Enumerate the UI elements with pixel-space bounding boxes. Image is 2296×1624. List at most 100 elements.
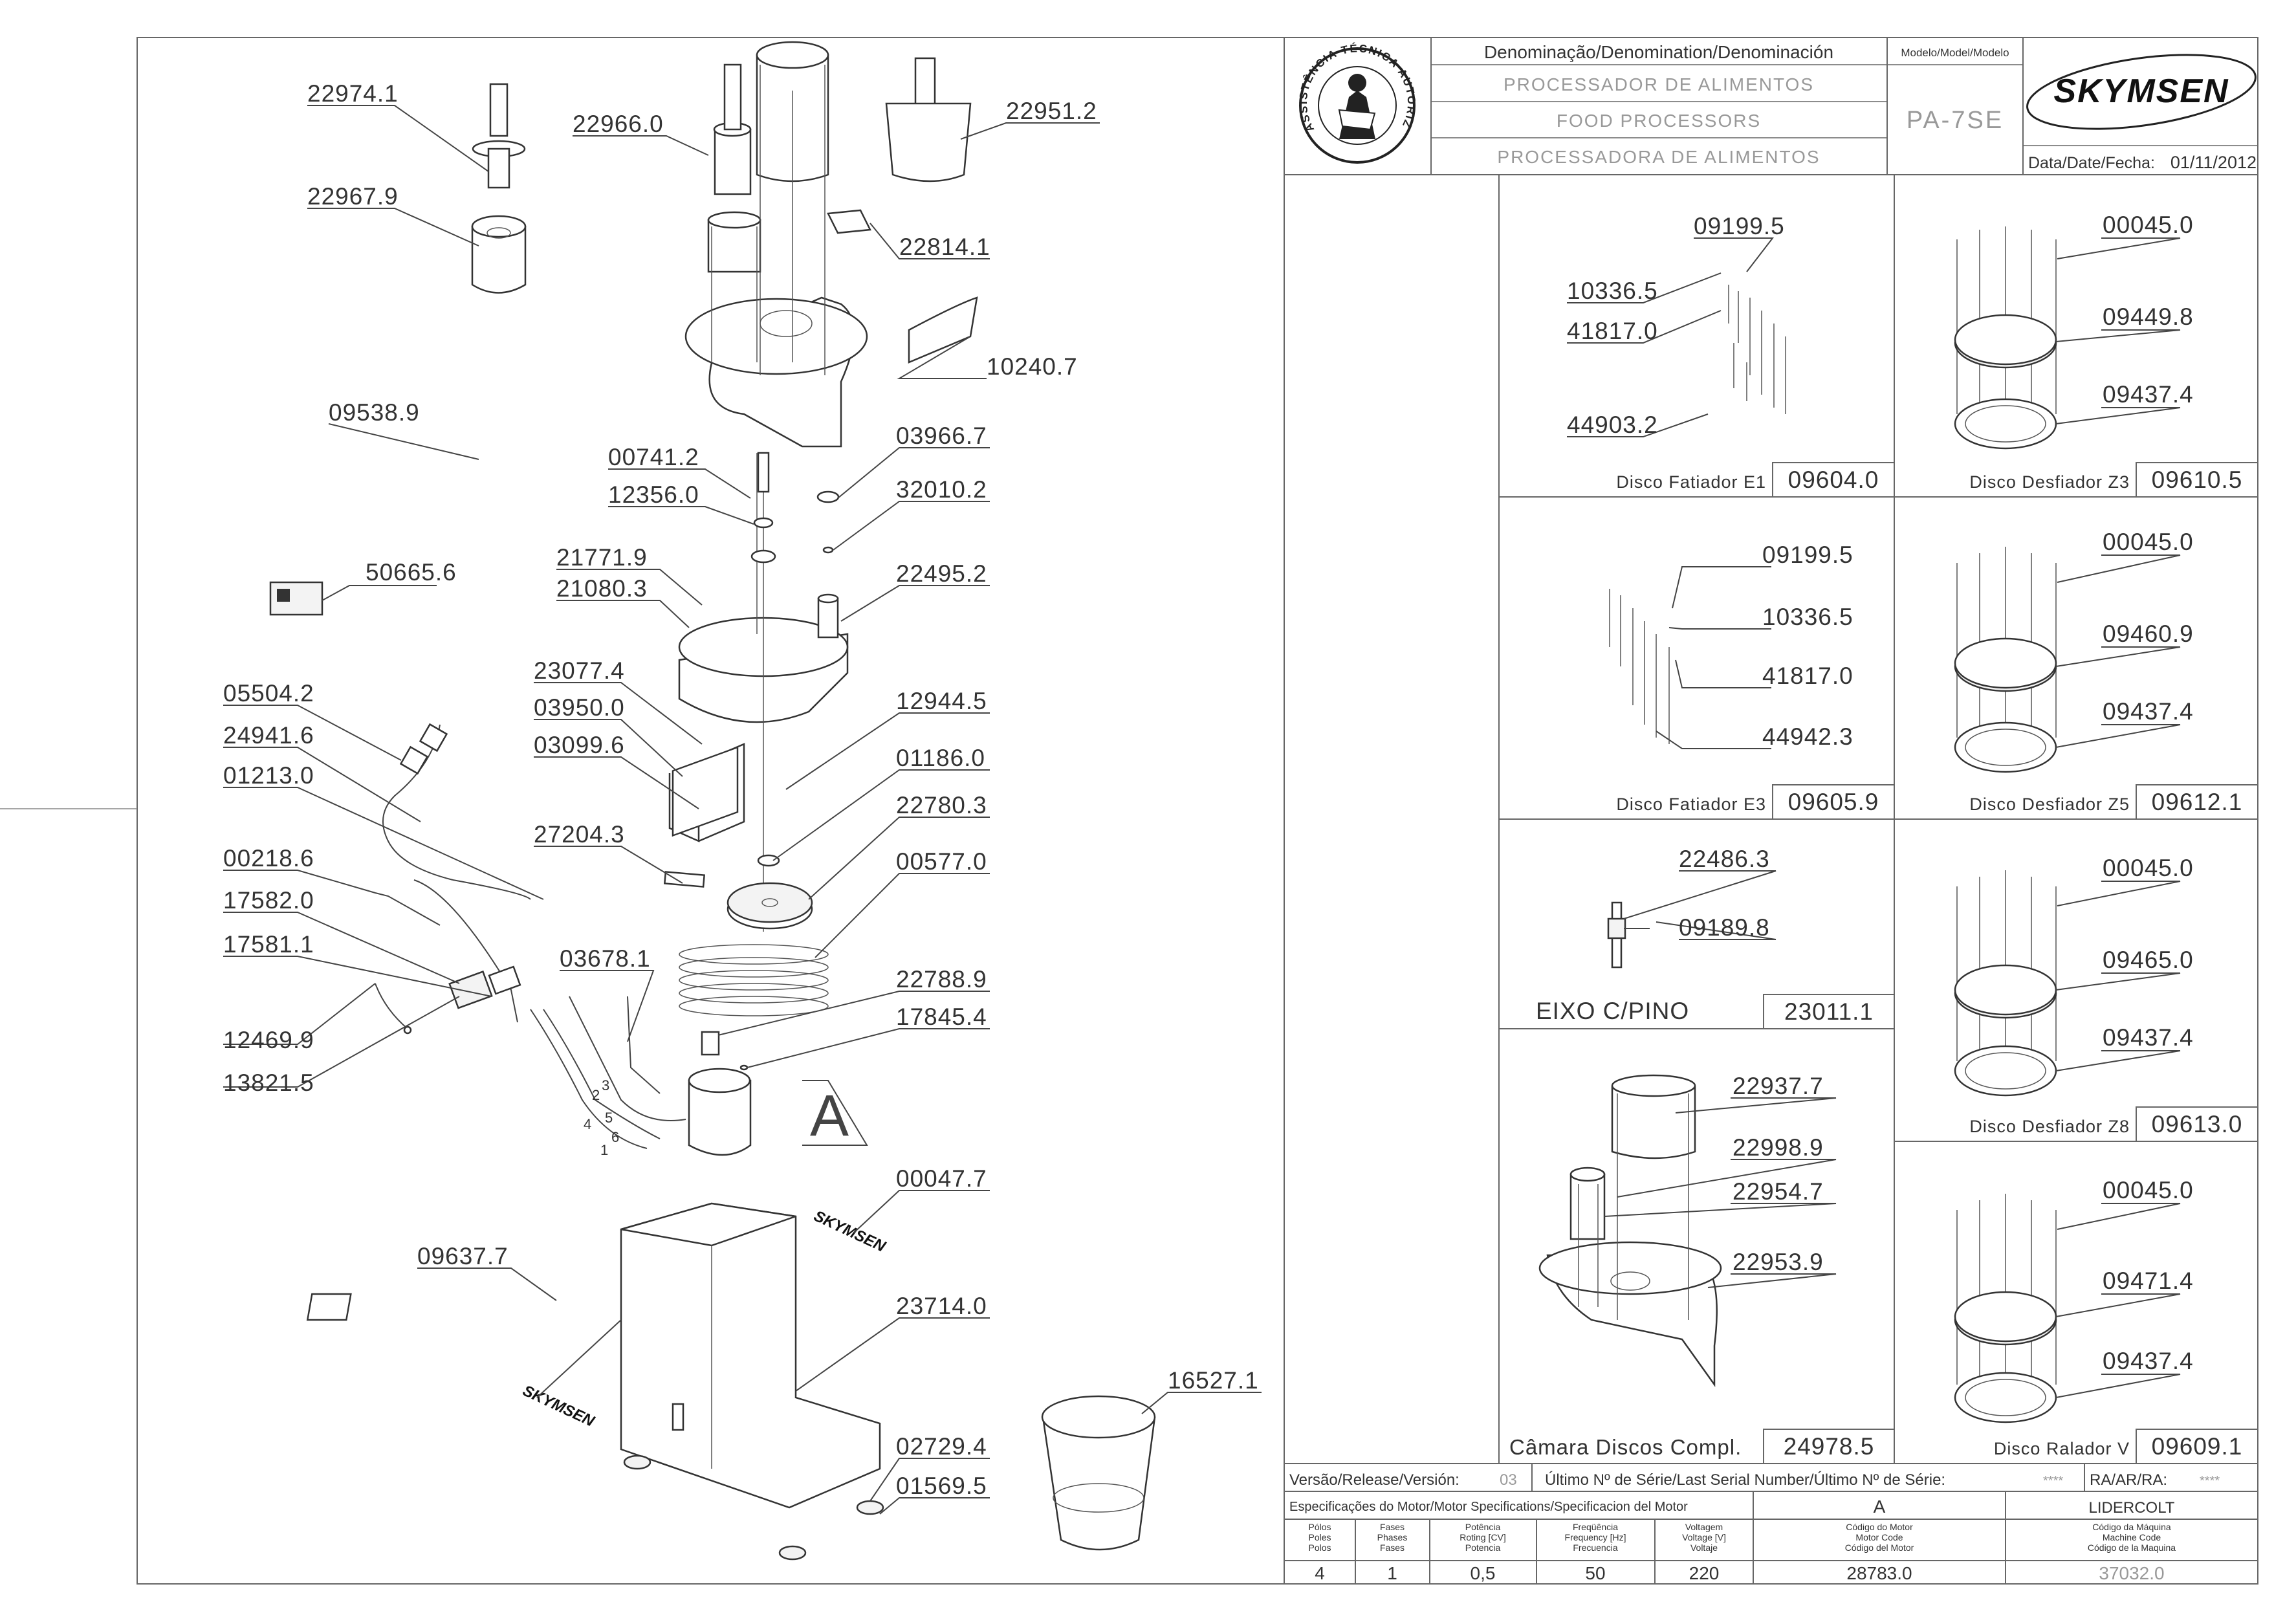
- name-pt: PROCESSADOR DE ALIMENTOS: [1503, 74, 1814, 94]
- part-number: 22966.0: [573, 111, 664, 137]
- part-number: 23077.4: [534, 657, 625, 684]
- panel-caption: Disco Ralador V: [1994, 1439, 2130, 1458]
- part-number: 16527.1: [1168, 1367, 1259, 1394]
- wire-number: 4: [584, 1116, 591, 1132]
- brand-text: SKYMSEN: [2053, 72, 2229, 110]
- wire-number: 1: [600, 1142, 608, 1158]
- part-number: 01186.0: [896, 745, 985, 771]
- part-number: 22953.9: [1733, 1249, 1824, 1275]
- part-number: 09538.9: [329, 399, 420, 426]
- part-number: 09471.4: [2103, 1267, 2194, 1294]
- part-number: 17581.1: [223, 931, 314, 958]
- main-exploded-view: A 3 2 5 4 6 1: [223, 41, 1262, 1561]
- panel-disco-ralador-v: 00045.0 09471.4 09437.4 Disco Ralador V …: [1954, 1177, 2242, 1460]
- part-number: 09637.7: [417, 1243, 508, 1269]
- panel-caption: Disco Fatiador E3: [1616, 795, 1766, 814]
- model-number: PA-7SE: [1907, 107, 2004, 134]
- part-number: 03678.1: [560, 945, 651, 972]
- part-number: 13821.5: [223, 1070, 314, 1096]
- part-number: 05504.2: [223, 680, 314, 707]
- part-number: 00045.0: [2103, 212, 2194, 238]
- part-number: 10240.7: [987, 353, 1078, 380]
- version-value: 03: [1500, 1471, 1517, 1489]
- model-label: Modelo/Model/Modelo: [1901, 47, 2009, 59]
- part-number: 17582.0: [223, 887, 314, 914]
- seal-text: ASSISTÊNCIA TÉCNICA AUTORIZADA: [0, 0, 1416, 134]
- panel-code: 09604.0: [1788, 466, 1879, 493]
- part-number: 03966.7: [896, 422, 987, 449]
- date-label: Data/Date/Fecha:: [2028, 154, 2155, 172]
- last-serial-value: ****: [2043, 1474, 2063, 1488]
- panel-code: 24978.5: [1784, 1433, 1875, 1460]
- panel-disco-fatiador-e1: 09199.5 10336.5 41817.0 44903.2 Disco Fa…: [1567, 213, 1879, 493]
- part-number: 01569.5: [896, 1473, 987, 1499]
- part-number: 41817.0: [1567, 318, 1658, 344]
- panel-camara-discos: 22937.7 22998.9 22954.7 22953.9 Câmara D…: [1509, 1073, 1874, 1460]
- part-number: 00045.0: [2103, 1177, 2194, 1203]
- part-number: 09437.4: [2103, 381, 2194, 408]
- svg-text:ASSISTÊNCIA TÉCNICA AUTORIZADA: ASSISTÊNCIA TÉCNICA AUTORIZADA: [0, 0, 1417, 134]
- part-number: 00218.6: [223, 845, 314, 872]
- last-serial-label: Último Nº de Série/Last Serial Number/Úl…: [1545, 1471, 1945, 1489]
- part-number: 09449.8: [2103, 303, 2194, 330]
- motor-spec-label: Especificações do Motor/Motor Specificat…: [1289, 1500, 1688, 1514]
- part-number: 27204.3: [534, 821, 625, 848]
- part-number: 22954.7: [1733, 1178, 1824, 1205]
- part-number: 12356.0: [608, 481, 699, 508]
- part-number: 22486.3: [1679, 846, 1770, 872]
- part-number: 12944.5: [896, 688, 987, 714]
- part-number: 50665.6: [366, 559, 457, 586]
- version-label: Versão/Release/Versión:: [1289, 1471, 1460, 1489]
- motor-manufacturer: LIDERCOLT: [2089, 1499, 2175, 1517]
- wire-number: 2: [592, 1087, 600, 1103]
- part-number: 09199.5: [1762, 542, 1853, 568]
- part-number: 01213.0: [223, 762, 314, 789]
- panel-code: 09612.1: [2152, 789, 2243, 815]
- wire-number: 6: [611, 1129, 619, 1145]
- authorized-service-seal: ASSISTÊNCIA TÉCNICA AUTORIZADA: [0, 0, 1417, 164]
- part-number: 10336.5: [1762, 604, 1853, 630]
- part-number: 09199.5: [1694, 213, 1785, 239]
- value-phases: 1: [1387, 1563, 1397, 1583]
- part-number: 22780.3: [896, 792, 987, 818]
- ra-value: ****: [2200, 1474, 2220, 1488]
- panel-code: 09610.5: [2152, 466, 2243, 493]
- ra-label: RA/AR/RA:: [2090, 1471, 2167, 1489]
- panel-code: 09613.0: [2152, 1111, 2243, 1137]
- part-number: 22814.1: [899, 234, 990, 260]
- part-number: 00045.0: [2103, 855, 2194, 881]
- part-number: 21771.9: [556, 544, 648, 571]
- part-number: 22998.9: [1733, 1134, 1824, 1161]
- part-number: 09460.9: [2103, 620, 2194, 647]
- part-number: 09437.4: [2103, 1024, 2194, 1051]
- part-number: 03099.6: [534, 732, 625, 758]
- value-frequency: 50: [1585, 1563, 1605, 1583]
- panel-disco-desfiador-z3: 00045.0 09449.8 09437.4 Disco Desfiador …: [1954, 212, 2243, 493]
- panel-disco-fatiador-e3: 09199.5 10336.5 41817.0 44942.3 Disco Fa…: [1609, 542, 1879, 815]
- value-machine-code: 37032.0: [2099, 1563, 2164, 1583]
- denomination-label: Denominação/Denomination/Denominación: [1484, 42, 1833, 62]
- part-number: 00045.0: [2103, 529, 2194, 555]
- motor-letter: A: [1874, 1497, 1886, 1517]
- part-number: 22967.9: [307, 183, 399, 210]
- part-number: 23714.0: [896, 1293, 987, 1319]
- value-power: 0,5: [1471, 1563, 1496, 1583]
- part-number: 22937.7: [1733, 1073, 1824, 1099]
- panel-caption: Câmara Discos Compl.: [1509, 1435, 1742, 1459]
- part-number: 09189.8: [1679, 914, 1770, 941]
- part-number: 02729.4: [896, 1433, 987, 1460]
- name-en: FOOD PROCESSORS: [1557, 111, 1761, 131]
- part-number: 41817.0: [1762, 663, 1853, 689]
- name-es: PROCESSADORA DE ALIMENTOS: [1497, 147, 1820, 167]
- date-value: 01/11/2012: [2170, 153, 2257, 172]
- part-number: 22495.2: [896, 560, 987, 587]
- value-voltage: 220: [1689, 1563, 1720, 1583]
- wire-number: 3: [602, 1077, 609, 1093]
- panel-code: 09605.9: [1788, 789, 1879, 815]
- panel-disco-desfiador-z5: 00045.0 09460.9 09437.4 Disco Desfiador …: [1954, 529, 2243, 815]
